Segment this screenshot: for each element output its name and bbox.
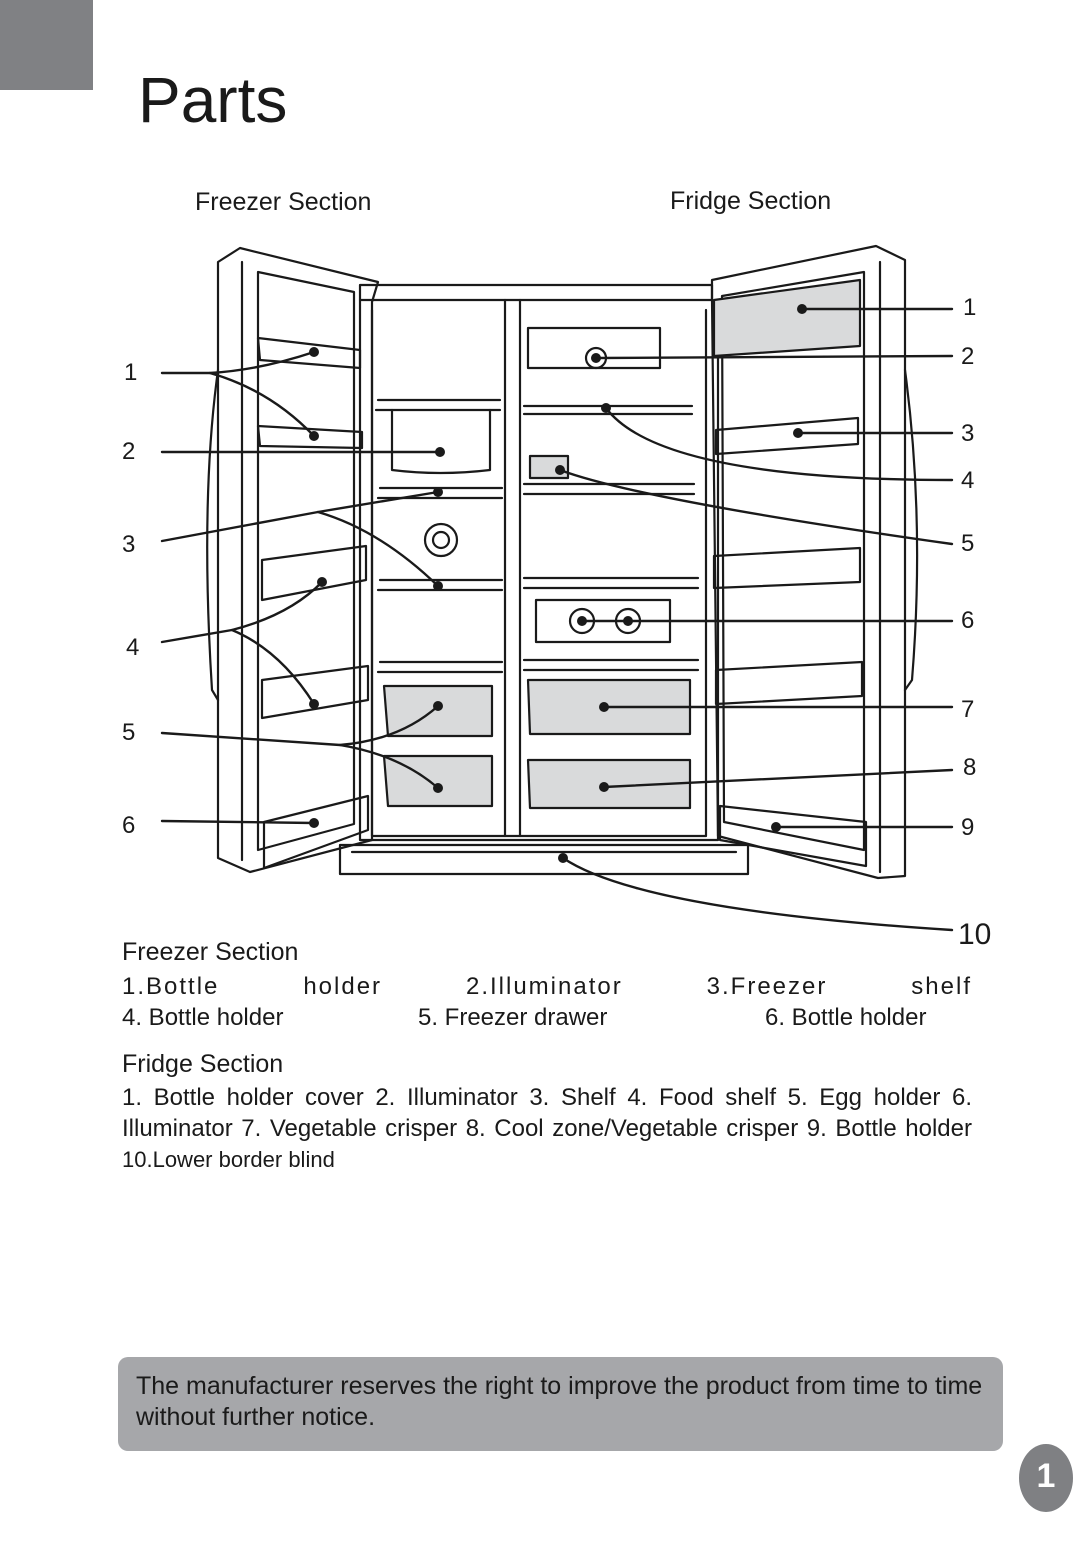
left-callout-6: 6 — [122, 812, 135, 839]
right-callout-6: 6 — [961, 607, 974, 634]
freezer-legend-item: shelf — [911, 973, 972, 1000]
right-callout-numbers: 1 2 3 4 5 6 7 8 9 10 — [958, 294, 991, 951]
diagram-freezer-heading: Freezer Section — [195, 188, 372, 216]
freezer-legend-row-2: 4. Bottle holder 5. Freezer drawer 6. Bo… — [122, 1002, 972, 1033]
freezer-legend-item: 6. Bottle holder — [765, 1004, 927, 1031]
left-callout-4: 4 — [126, 634, 139, 661]
right-callout-lines — [558, 307, 954, 932]
freezer-interior — [374, 398, 504, 808]
fridge-door-bins — [712, 278, 868, 868]
fridge-door — [710, 244, 919, 880]
right-callout-2: 2 — [961, 343, 974, 370]
freezer-legend-item: 1.Bottle — [122, 973, 220, 1000]
corner-tab — [0, 0, 93, 90]
freezer-legend-item: 3.Freezer — [706, 973, 828, 1000]
left-callout-1: 1 — [124, 359, 137, 386]
callout-dots — [309, 304, 807, 863]
right-callout-1: 1 — [963, 294, 976, 321]
right-callout-5: 5 — [961, 530, 974, 557]
freezer-door-bins — [256, 336, 370, 870]
notice-text: The manufacturer reserves the right to i… — [136, 1372, 983, 1431]
right-callout-9: 9 — [961, 814, 974, 841]
left-callout-numbers: 1 2 3 4 5 6 — [122, 359, 139, 839]
refrigerator-parts-diagram: 1 2 3 4 5 6 1 2 3 4 5 6 7 8 9 10 — [122, 244, 991, 951]
fridge-legend-item-10: 10.Lower border blind — [122, 1147, 335, 1172]
notice-box: The manufacturer reserves the right to i… — [118, 1357, 1003, 1451]
freezer-legend: 1.Bottle holder 2.Illuminator 3.Freezer … — [122, 971, 972, 1033]
page-title: Parts — [138, 64, 288, 136]
fridge-legend-text: 1. Bottle holder cover 2. Illuminator 3.… — [122, 1084, 972, 1142]
freezer-legend-heading: Freezer Section — [122, 938, 299, 966]
fridge-interior — [522, 326, 700, 810]
right-callout-8: 8 — [963, 754, 976, 781]
right-callout-3: 3 — [961, 420, 974, 447]
right-callout-4: 4 — [961, 467, 974, 494]
left-callout-2: 2 — [122, 438, 135, 465]
page-number-badge: 1 — [1019, 1444, 1073, 1512]
left-callout-3: 3 — [122, 531, 135, 558]
right-callout-7: 7 — [961, 696, 974, 723]
freezer-legend-item: holder — [303, 973, 383, 1000]
freezer-legend-item: 5. Freezer drawer — [418, 1004, 608, 1031]
right-callout-10: 10 — [958, 918, 991, 951]
left-callout-lines — [160, 350, 442, 825]
freezer-door — [206, 246, 380, 874]
left-callout-5: 5 — [122, 719, 135, 746]
fridge-legend-heading: Fridge Section — [122, 1050, 284, 1078]
fridge-legend: 1. Bottle holder cover 2. Illuminator 3.… — [122, 1082, 972, 1175]
diagram-fridge-heading: Fridge Section — [670, 187, 832, 215]
freezer-legend-item: 2.Illuminator — [465, 973, 623, 1000]
freezer-legend-row-1: 1.Bottle holder 2.Illuminator 3.Freezer … — [122, 971, 972, 1002]
freezer-legend-item: 4. Bottle holder — [122, 1004, 284, 1031]
